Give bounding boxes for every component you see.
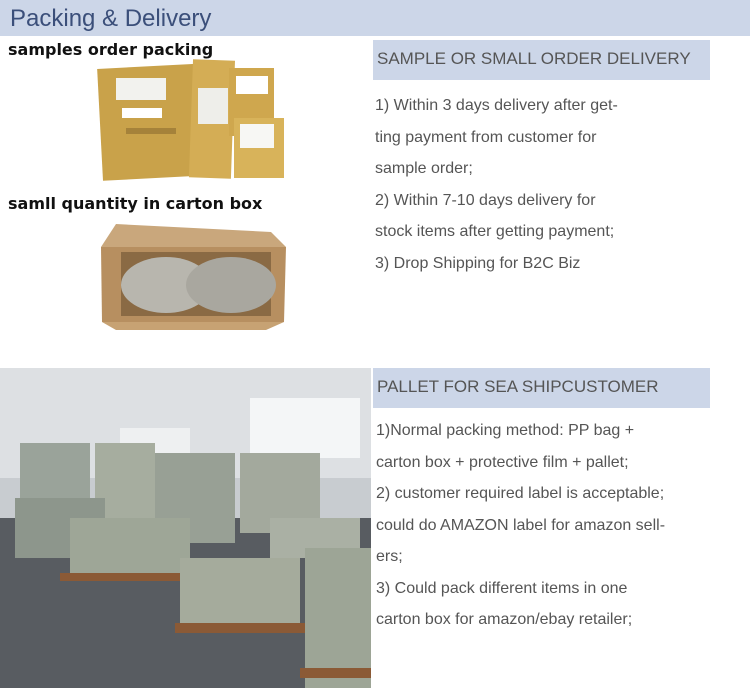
- text-line: carton box + protective film + pallet;: [376, 453, 629, 471]
- text-line: 2) customer required label is acceptable…: [376, 485, 665, 502]
- warehouse-photo: [0, 368, 371, 688]
- text-line: 3) Could pack different items in one: [376, 579, 628, 597]
- samples-caption: samples order packing: [8, 40, 214, 59]
- text-line: could do AMAZON label for amazon sell-: [376, 516, 666, 534]
- text-line: ers;: [376, 548, 403, 565]
- page-header: Packing & Delivery: [0, 0, 750, 36]
- text-line: carton box for amazon/ebay retailer;: [376, 611, 633, 628]
- text-line: 2) Within 7-10 days delivery for: [375, 191, 596, 209]
- carton-caption: samll quantity in carton box: [8, 194, 263, 213]
- pallet-text: 1)Normal packing method: PP bag + carton…: [376, 415, 665, 636]
- text-line: 3) Drop Shipping for B2C Biz: [375, 254, 581, 272]
- sample-delivery-text: 1) Within 3 days delivery after get- tin…: [375, 90, 618, 279]
- text-line: 1) Within 3 days delivery after get-: [375, 97, 618, 114]
- pallet-heading: PALLET FOR SEA SHIPCUSTOMER: [373, 368, 710, 408]
- text-line: ting payment from customer for: [375, 128, 597, 146]
- carton-box-photo: [101, 224, 286, 330]
- sample-delivery-heading: SAMPLE OR SMALL ORDER DELIVERY: [373, 40, 710, 80]
- text-line: stock items after getting payment;: [375, 223, 615, 240]
- text-line: 1)Normal packing method: PP bag +: [376, 422, 635, 439]
- text-line: sample order;: [375, 160, 473, 177]
- envelopes-photo: [97, 59, 284, 181]
- page-title: Packing & Delivery: [10, 5, 212, 32]
